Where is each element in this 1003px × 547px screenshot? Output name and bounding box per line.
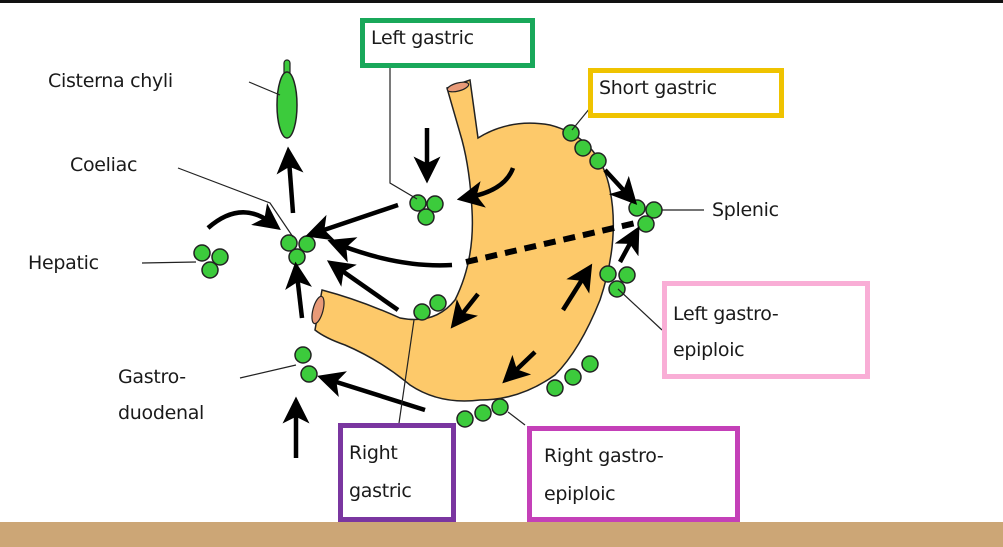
right-gastroepiploic-nodes	[456, 398, 509, 428]
label-right-gastroepiploic-line1: Right gastro-	[544, 445, 664, 467]
arrow-short-gastric-to-splenic	[603, 168, 638, 205]
label-left-gastroepiploic-line1: Left gastro-	[673, 303, 779, 325]
leader-right-gastric	[397, 319, 415, 431]
label-coeliac: Coeliac	[70, 154, 138, 176]
box-right-gastroepiploic: Right gastro- epiploic	[527, 426, 740, 522]
arrow-body-to-coeliac	[327, 237, 453, 268]
cisterna-chyli-shape	[276, 59, 298, 139]
label-right-gastric-line2: gastric	[349, 480, 412, 502]
label-splenic: Splenic	[712, 199, 779, 221]
bottom-bar	[0, 522, 1003, 547]
arrow-pylorus-to-coeliac	[326, 260, 400, 312]
right-gastric-nodes	[413, 294, 447, 321]
label-right-gastroepiploic-line2: epiploic	[544, 483, 616, 505]
leader-right-gastroepiploic	[507, 411, 526, 426]
box-right-gastric: Right gastric	[338, 423, 456, 522]
arrow-lesser-curve-down	[450, 292, 480, 329]
arrow-lge-to-splenic	[614, 226, 640, 264]
arrow-to-gastroduodenal	[317, 371, 426, 413]
left-gastroepiploic-nodes	[599, 265, 636, 298]
arrow-hepatic-to-coeliac	[206, 203, 281, 230]
leader-short-gastric	[571, 107, 591, 131]
label-hepatic: Hepatic	[28, 252, 99, 274]
box-short-gastric: Short gastric	[588, 68, 784, 118]
label-gastroduodenal-line2: duodenal	[118, 402, 205, 424]
arrow-greater-curve-up	[561, 263, 593, 312]
leader-left-gastroepiploic	[617, 288, 663, 331]
watershed-dashed-line	[465, 219, 641, 265]
left-gastric-nodes	[409, 194, 444, 226]
duodenum-lumen	[311, 295, 325, 325]
label-gastroduodenal-line1: Gastro-	[118, 366, 186, 388]
leader-cisterna-chyli	[248, 81, 281, 96]
arrow-left-gastric-to-coeliac	[305, 202, 399, 241]
leader-coeliac	[177, 167, 294, 238]
arrow-fundus-to-left-gastric	[456, 167, 516, 208]
label-short-gastric: Short gastric	[599, 77, 717, 99]
top-border	[0, 0, 1003, 3]
short-gastric-nodes	[562, 124, 607, 170]
box-left-gastroepiploic: Left gastro- epiploic	[662, 281, 870, 379]
label-left-gastroepiploic-line2: epiploic	[673, 339, 745, 361]
leader-hepatic	[141, 261, 197, 264]
label-left-gastric: Left gastric	[371, 27, 474, 49]
box-left-gastric: Left gastric	[360, 18, 535, 68]
label-right-gastric-line1: Right	[349, 442, 398, 464]
stomach	[311, 78, 641, 402]
leader-gastroduodenal	[239, 364, 297, 379]
leader-left-gastric	[389, 68, 418, 200]
arrow-greater-curve-down	[502, 350, 537, 384]
stomach-lymph-diagram	[141, 59, 704, 458]
oesophagus-lumen	[446, 81, 470, 93]
coeliac-nodes	[280, 234, 316, 266]
label-cisterna-chyli: Cisterna chyli	[48, 70, 173, 92]
gastroduodenal-nodes	[294, 346, 318, 383]
splenic-nodes	[628, 199, 663, 233]
arrow-gastroduodenal-to-coeliac	[285, 261, 312, 319]
lower-node-chain	[546, 355, 599, 397]
arrow-coeliac-to-cisterna	[276, 146, 304, 214]
hepatic-nodes	[193, 244, 229, 279]
